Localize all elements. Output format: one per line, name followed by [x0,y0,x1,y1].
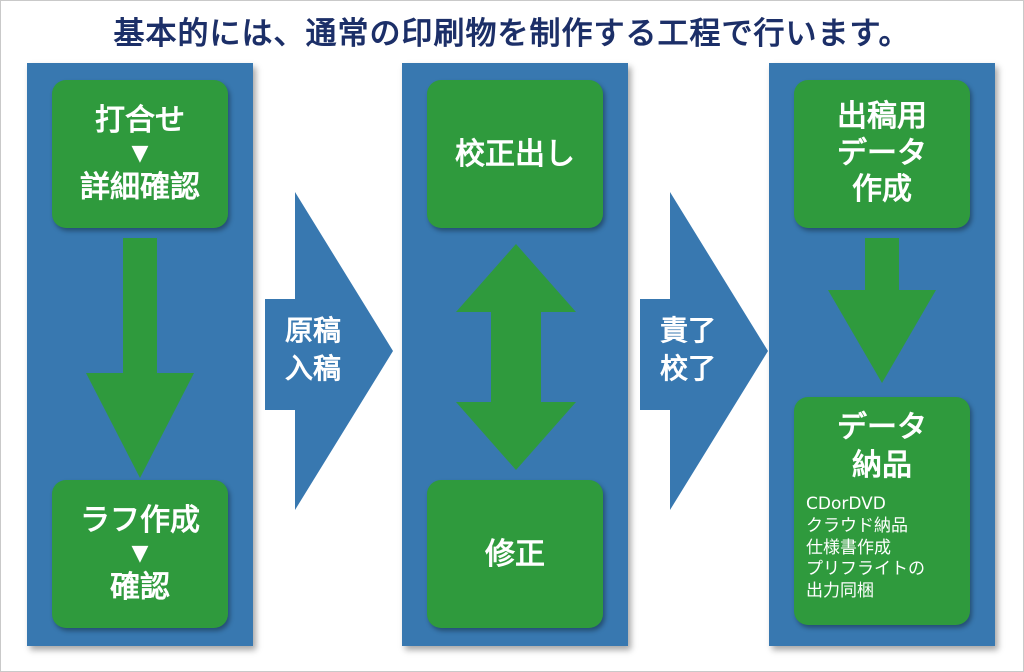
label-line: 校了 [659,351,716,385]
down-triangle-icon: ▼ [131,140,149,166]
box-line: 校正出し [455,136,575,172]
label-line: 責了 [659,314,716,347]
label-line: 入稿 [284,351,341,385]
note-line: 出力同梱 [806,581,874,601]
column-1-bottom-box: ラフ作成 ▼ 確認 [52,480,228,628]
column-2-top-box: 校正出し [427,80,603,228]
down-arrow-icon [86,238,194,478]
chevron-arrow-icon [265,192,393,510]
delivery-notes: CDorDVD クラウド納品 仕様書作成 プリフライトの 出力同梱 [794,494,925,603]
note-line: プリフライトの [806,559,925,580]
note-line: クラウド納品 [806,515,908,536]
box-line: 確認 [110,570,170,606]
box-line: 作成 [852,172,912,208]
double-arrow-icon [456,244,576,470]
box-line: データ [837,410,927,445]
box-line: 出稿用 [837,99,927,135]
down-triangle-icon: ▼ [131,540,149,566]
box-line: ラフ作成 [80,502,200,538]
box-line: 詳細確認 [80,170,200,206]
box-line: データ [837,135,927,171]
column-1-top-box: 打合せ ▼ 詳細確認 [52,80,228,228]
transition-1-label: 原稿 入稿 [268,312,358,388]
note-line: 仕様書作成 [806,537,891,558]
transition-2-label: 責了 校了 [643,312,733,388]
box-line: 打合せ [95,102,185,138]
column-3-bottom-box: データ 納品 CDorDVD クラウド納品 仕様書作成 プリフライトの 出力同梱 [794,397,970,625]
box-line: 納品 [852,447,912,483]
box-line: 修正 [485,536,545,572]
down-arrow-icon [828,238,936,383]
column-2-bottom-box: 修正 [427,480,603,628]
column-3-top-box: 出稿用 データ 作成 [794,80,970,228]
diagram-title: 基本的には、通常の印刷物を制作する工程で行います。 [113,16,911,52]
chevron-arrow-icon [640,192,768,510]
note-line: CDorDVD [806,494,886,514]
label-line: 原稿 [284,314,341,347]
